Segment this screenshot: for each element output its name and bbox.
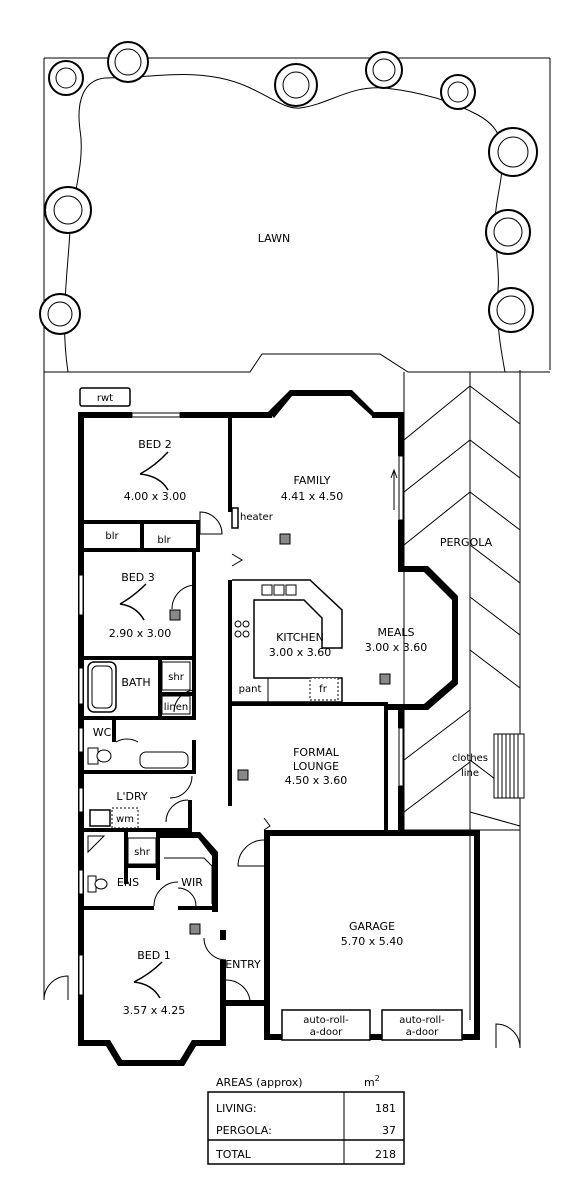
tree-icon xyxy=(48,60,84,96)
label-rwt: rwt xyxy=(97,393,113,404)
room-dims-garage: 5.70 x 5.40 xyxy=(341,935,404,948)
label-clothes-line-2: line xyxy=(461,768,479,779)
tree-icon xyxy=(107,41,149,83)
lawn-boundary xyxy=(44,353,550,373)
heater-icon xyxy=(231,507,239,529)
label-blr-2: blr xyxy=(157,535,171,546)
tree-icon xyxy=(44,186,92,234)
bathtub-icon xyxy=(87,661,117,713)
areas-unit-base: m xyxy=(364,1076,375,1089)
ceiling-fan-icon xyxy=(133,961,163,999)
room-name-family: FAMILY xyxy=(294,474,331,487)
room-dims-formal-lounge: 4.50 x 3.60 xyxy=(285,774,348,787)
laundry-tub xyxy=(89,809,111,827)
areas-row-value: 37 xyxy=(382,1124,396,1137)
tree-icon xyxy=(488,287,534,333)
family-sliding-door[interactable] xyxy=(390,455,404,521)
room-label-entry: ENTRY xyxy=(225,958,261,971)
areas-total-value: 218 xyxy=(375,1148,396,1161)
label-garage-door-2-line1: auto-roll- xyxy=(399,1015,445,1026)
areas-title: AREAS (approx) xyxy=(216,1076,303,1089)
linen-cupboard xyxy=(161,695,191,715)
ceiling-fan-icon xyxy=(139,451,169,491)
toilet-icon xyxy=(87,747,112,765)
wir-hanging-rail xyxy=(164,857,213,904)
label-wm: wm xyxy=(116,814,134,825)
windows xyxy=(78,412,404,996)
clothes-line xyxy=(493,733,525,799)
room-label-wir: WIR xyxy=(181,876,203,889)
room-label-ens: ENS xyxy=(117,876,139,889)
label-garage-door-2-line2: a-door xyxy=(406,1027,439,1038)
room-dims-bed3: 2.90 x 3.00 xyxy=(109,627,172,640)
room-dims-meals: 3.00 x 3.60 xyxy=(365,641,428,654)
room-name-bed3: BED 3 xyxy=(121,571,154,584)
room-label-lawn: LAWN xyxy=(258,232,290,245)
room-name-formal-lounge-2: LOUNGE xyxy=(293,760,339,773)
room-label-wc: WC xyxy=(93,726,112,739)
tree-icon xyxy=(488,127,538,177)
label-garage-door-1-line1: auto-roll- xyxy=(303,1015,349,1026)
room-label-laundry: L'DRY xyxy=(116,790,148,803)
room-dims-kitchen: 3.00 x 3.60 xyxy=(269,646,332,659)
vent-icon xyxy=(189,923,201,935)
label-fridge: fr xyxy=(319,684,328,695)
label-linen: linen xyxy=(164,702,188,713)
room-name-garage: GARAGE xyxy=(349,920,395,933)
bath-shower xyxy=(161,661,191,691)
label-heater: heater xyxy=(240,512,274,523)
rainwater-tank xyxy=(79,387,131,407)
door-swings xyxy=(43,511,521,1049)
label-blr-1: blr xyxy=(105,531,119,542)
label-shr-bath: shr xyxy=(168,672,185,683)
areas-total-label: TOTAL xyxy=(215,1148,252,1161)
ens-shower-tray xyxy=(127,837,157,865)
areas-row-value: 181 xyxy=(375,1102,396,1115)
areas-row-label: LIVING: xyxy=(216,1102,257,1115)
room-name-meals: MEALS xyxy=(377,626,414,639)
room-dims-bed2: 4.00 x 3.00 xyxy=(124,490,187,503)
areas-unit-sup: 2 xyxy=(375,1074,380,1083)
garden-bed-outline xyxy=(64,73,506,373)
room-dims-family: 4.41 x 4.50 xyxy=(281,490,344,503)
room-label-pergola: PERGOLA xyxy=(440,536,493,549)
areas-row-label: PERGOLA: xyxy=(216,1124,272,1137)
vent-icon xyxy=(379,673,391,685)
vent-icon xyxy=(279,533,291,545)
toilet-icon xyxy=(87,875,108,893)
vent-icon xyxy=(169,609,181,621)
trees xyxy=(39,41,538,335)
areas-table: AREAS (approx) m2 LIVING: 181 PERGOLA: 3… xyxy=(207,1074,405,1165)
pergola xyxy=(400,372,521,1020)
garage-door-1[interactable] xyxy=(281,1009,371,1041)
washing-machine xyxy=(111,807,139,829)
room-name-formal-lounge-1: FORMAL xyxy=(293,746,340,759)
ceiling-fan-icon xyxy=(119,583,147,621)
room-name-bed2: BED 2 xyxy=(138,438,171,451)
label-shr-ens: shr xyxy=(134,847,151,858)
room-name-bed1: BED 1 xyxy=(137,949,170,962)
kitchen-bench xyxy=(232,579,343,703)
vent-icon xyxy=(237,769,249,781)
room-name-kitchen: KITCHEN xyxy=(276,631,324,644)
label-clothes-line-1: clothes xyxy=(452,753,488,764)
label-pantry: pant xyxy=(239,684,262,695)
tree-icon xyxy=(440,74,476,110)
tree-icon xyxy=(39,293,81,335)
tree-icon xyxy=(365,51,403,89)
label-garage-door-1-line2: a-door xyxy=(310,1027,343,1038)
ens-shower xyxy=(87,835,106,854)
tree-icon xyxy=(485,209,531,255)
room-label-bath: BATH xyxy=(121,676,150,689)
vanity xyxy=(139,751,189,769)
areas-unit: m2 xyxy=(364,1074,380,1089)
room-dims-bed1: 3.57 x 4.25 xyxy=(123,1004,186,1017)
site-boundary xyxy=(43,57,551,1048)
tree-icon xyxy=(274,63,318,107)
garage-door-2[interactable] xyxy=(381,1009,463,1041)
